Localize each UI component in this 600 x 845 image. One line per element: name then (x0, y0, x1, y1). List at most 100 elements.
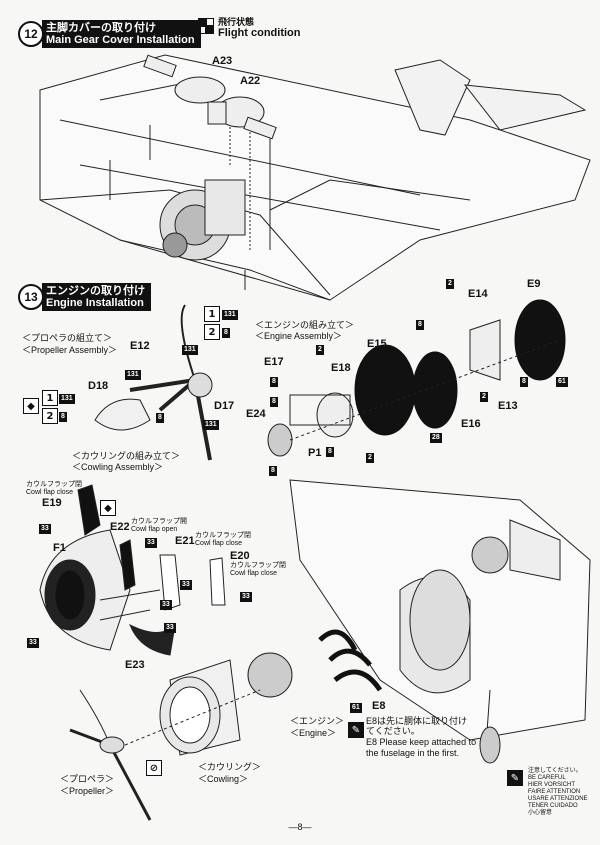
caution-line-4: FAIRE ATTENTION (528, 789, 581, 795)
part-label-p1: P1 (308, 447, 322, 459)
paint-code-8-e14: 8 (416, 320, 424, 330)
paint-code-33-e23: 33 (164, 623, 176, 633)
propeller-assembly-en: ＜Propeller Assembly＞ (22, 345, 118, 355)
paint-step-1-icon: 1 (204, 306, 220, 322)
paint-code-131: 131 (222, 310, 238, 320)
part-label-e23: E23 (125, 659, 145, 671)
caution-line-5: USARE ATTENZIONE (528, 796, 588, 802)
paint-code-8-p1: 8 (326, 447, 334, 457)
caution-pen-icon: ✎ (507, 770, 523, 786)
step-13-title-jp: エンジンの取り付け (46, 285, 145, 297)
caution-text-block: 注意してください。 BE CAREFUL HIER VORSICHT FAIRE… (528, 768, 588, 817)
paint-step-1-icon-b: 1 (42, 390, 58, 406)
paint-code-61-e8: 61 (350, 703, 362, 713)
paint-code-8-e17: 8 (270, 377, 278, 387)
flight-condition-small-icon: ◆ (23, 398, 39, 414)
part-label-e15: E15 (367, 338, 387, 350)
paint-code-33-e19: 33 (39, 524, 51, 534)
propeller-label-jp: ＜プロペラ＞ (60, 774, 115, 784)
flight-condition-icon (198, 18, 214, 36)
part-label-e22: E22 (110, 521, 130, 533)
paint-code-28: 28 (430, 433, 442, 443)
paint-code-8-e24-b: 8 (269, 466, 277, 476)
e8-note-jp: E8は先に胴体に取り付けてください。 (366, 716, 468, 736)
paint-code-2-e18: 2 (366, 453, 374, 463)
paint-code-8-e24: 8 (270, 397, 278, 407)
engine-label-jp: ＜エンジン＞ (290, 716, 345, 726)
part-label-d18: D18 (88, 380, 109, 392)
paint-code-61-e9: 61 (556, 377, 568, 387)
cowling-assembly-jp: ＜カウリングの組み立て＞ (72, 451, 181, 461)
paint-code-131-blade: 131 (203, 420, 219, 430)
propeller-label-en: ＜Propeller＞ (60, 786, 115, 796)
step-12-title-en: Main Gear Cover Installation (46, 34, 195, 46)
flight-condition-jp: 飛行状態 (218, 17, 255, 27)
part-label-e19: E19 (42, 497, 62, 509)
paint-code-131-spinner: 131 (59, 394, 75, 404)
paint-code-2-e13: 2 (480, 392, 488, 402)
page-number: —8— (288, 822, 312, 832)
part-label-e16: E16 (461, 418, 481, 430)
cowl-flap-close-en-e20: Cowl flap close (230, 570, 278, 577)
caution-line-2: BE CAREFUL (528, 775, 566, 781)
paint-code-33-e22: 33 (145, 538, 157, 548)
paint-code-8: 8 (222, 328, 230, 338)
caution-line-3: HIER VORSICHT (528, 782, 576, 788)
step-12-header: 12 主脚カバーの取り付け Main Gear Cover Installati… (18, 20, 201, 48)
cowl-flap-close-en-e21: Cowl flap close (195, 540, 243, 547)
part-label-a22: A22 (240, 75, 261, 87)
part-label-e17: E17 (264, 356, 284, 368)
paint-code-8-spinner: 8 (59, 412, 67, 422)
paint-code-8-prop: 8 (156, 413, 164, 423)
paint-code-33-e21b: 33 (160, 600, 172, 610)
part-label-e8: E8 (372, 700, 386, 712)
part-label-e18: E18 (331, 362, 351, 374)
caution-line-1: 注意してください。 (528, 768, 582, 774)
step-13-title-en: Engine Installation (46, 297, 144, 309)
step-13-number: 13 (18, 284, 44, 310)
part-label-e24: E24 (246, 408, 266, 420)
paint-code-131-prop: 131 (182, 345, 198, 355)
part-label-e20: E20 (230, 550, 250, 562)
cowl-flap-close-jp-e20: カウルフラップ閉 (230, 562, 286, 569)
cowling-label-en: ＜Cowling＞ (198, 774, 249, 784)
engine-label-en: ＜Engine＞ (290, 728, 337, 738)
step-12-title-jp: 主脚カバーの取り付け (46, 22, 156, 34)
cowling-assembly-en: ＜Cowling Assembly＞ (72, 462, 164, 472)
part-label-e21: E21 (175, 535, 195, 547)
paint-code-131-hub: 131 (125, 370, 141, 380)
paint-step-2-icon: 2 (204, 324, 220, 340)
aircraft-underside-drawing (39, 54, 591, 301)
paint-step-2-icon-b: 2 (42, 408, 58, 424)
step-12-number: 12 (18, 21, 44, 47)
paint-code-33-e20: 33 (240, 592, 252, 602)
cowl-flap-close-jp-e19: カウルフラップ閉 (26, 481, 82, 488)
part-label-e9: E9 (527, 278, 541, 290)
propeller-assembly-jp: ＜プロペラの組立て＞ (22, 333, 113, 343)
cement-icon: ⊘ (146, 760, 162, 776)
cowl-flap-close-en-e19: Cowl flap close (26, 489, 74, 496)
paint-code-8-e9: 8 (520, 377, 528, 387)
cowl-flap-open-jp: カウルフラップ開 (131, 518, 187, 525)
paint-code-33-e21: 33 (180, 580, 192, 590)
paint-code-2-e17: 2 (316, 345, 324, 355)
engine-assembly-en: ＜Engine Assembly＞ (255, 331, 343, 341)
part-label-e13: E13 (498, 400, 518, 412)
engine-assembly-jp: ＜エンジンの組み立て＞ (255, 320, 355, 330)
cowl-flap-close-jp-e21: カウルフラップ閉 (195, 532, 251, 539)
cowl-flap-open-en: Cowl flap open (131, 526, 178, 533)
cowling-label-jp: ＜カウリング＞ (198, 762, 262, 772)
caution-line-7: 小心留意 (528, 810, 553, 816)
paint-code-33-f1: 33 (27, 638, 39, 648)
e8-note-en-line1: E8 Please keep attached to (366, 737, 477, 747)
e8-note-en-line2: the fuselage in the first. (366, 748, 460, 758)
part-label-d17: D17 (214, 400, 235, 412)
part-label-e12: E12 (130, 340, 150, 352)
part-label-a23: A23 (212, 55, 233, 67)
part-label-e14: E14 (468, 288, 488, 300)
caution-line-6: TENER CUIDADO (528, 803, 578, 809)
part-label-f1: F1 (53, 542, 66, 554)
flight-condition-icon-e19: ◆ (100, 500, 116, 516)
step-13-title: エンジンの取り付け Engine Installation (42, 283, 151, 311)
